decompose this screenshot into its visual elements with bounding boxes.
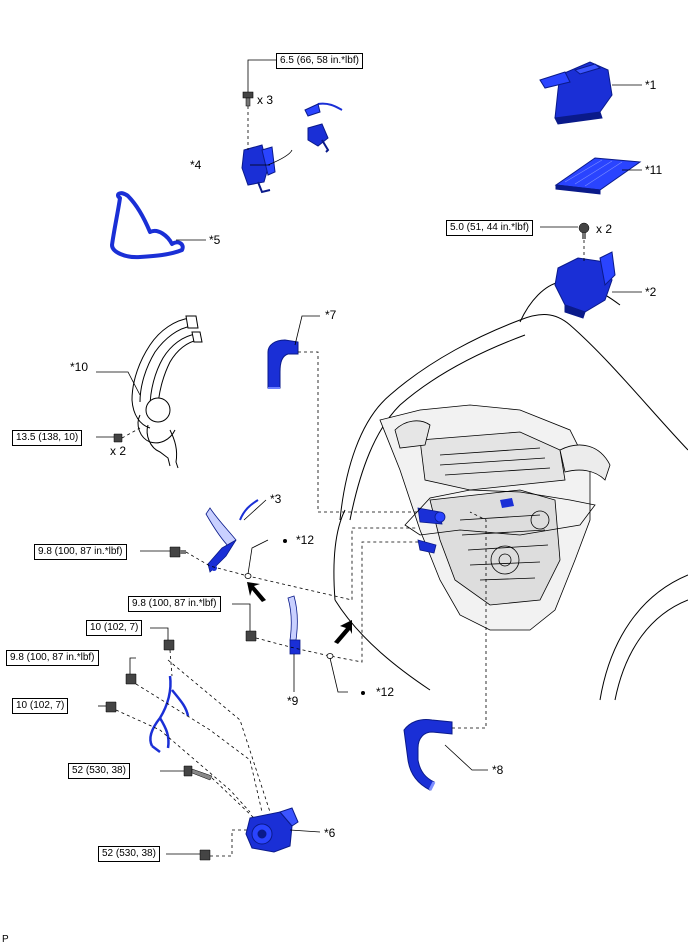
torque-label-bolt-4: 9.8 (100, 87 in.*lbf): [34, 544, 127, 560]
callout-part-9: *9: [287, 694, 299, 708]
part-11-air-filter-element: [554, 157, 642, 195]
leader-part-10: [96, 371, 141, 396]
leader-part-7: [294, 315, 320, 346]
callout-part-7: *7: [325, 308, 337, 322]
bolt-2: [578, 222, 590, 239]
gasket-marker-upper: [283, 539, 287, 543]
dashed-bolt-5: [255, 541, 418, 663]
callout-part-10: *10: [70, 360, 89, 374]
callout-part-3: *3: [270, 492, 282, 506]
gasket-12-upper: [244, 539, 269, 579]
leaders-top-right: [176, 84, 642, 293]
bolt-7: [125, 673, 137, 685]
callout-part-6: *6: [324, 826, 336, 840]
torque-label-bolt-8: 10 (102, 7): [12, 698, 69, 714]
callout-part-5: *5: [209, 233, 221, 247]
part-4-bracket: [241, 144, 293, 194]
gasket-marker-lower: [361, 691, 365, 695]
bolt-1: [242, 91, 254, 107]
callout-part-1: *1: [645, 78, 657, 92]
part-1-air-cleaner-cap: [539, 61, 613, 125]
illustration-code: P: [2, 934, 9, 945]
callout-part-8: *8: [492, 763, 504, 777]
torque-label-bolt-7: 9.8 (100, 87 in.*lbf): [6, 650, 99, 666]
part-3-hose: [205, 499, 259, 573]
torque-label-bolt-5: 9.8 (100, 87 in.*lbf): [128, 596, 221, 612]
arrow-lower: [334, 620, 352, 644]
quantity-bolt-3: x 2: [110, 444, 127, 458]
part-8-hose: [403, 719, 453, 791]
torque-label-bolt-10: 52 (530, 38): [98, 846, 160, 862]
part-4-connector: [304, 102, 343, 153]
torque-label-bolt-2: 5.0 (51, 44 in.*lbf): [446, 220, 533, 236]
arrow-upper: [247, 582, 266, 602]
part-10-hose-assembly: [131, 315, 203, 469]
part-6-generator: [245, 807, 299, 853]
gasket-12-lower: [326, 653, 348, 693]
callout-part-2: *2: [645, 285, 657, 299]
quantity-bolt-1: x 3: [257, 93, 274, 107]
dashed-harness-lines: [115, 649, 271, 813]
leader-bolt-1: [247, 59, 276, 92]
torque-label-bolt-6: 10 (102, 7): [86, 620, 143, 636]
dashed-bolt-4: [185, 527, 418, 601]
part-2-air-cleaner-case: [554, 251, 616, 319]
part-9-hose: [287, 595, 301, 655]
dashed-bolt-9: [211, 777, 255, 819]
engine-callout-outline: [404, 489, 596, 536]
callout-part-12-lower: *12: [376, 685, 395, 699]
engine-assembly: [379, 404, 611, 631]
bolt-8: [105, 701, 117, 713]
engine-highlight-parts: [417, 498, 514, 554]
vehicle-outline: [333, 261, 688, 701]
leader-bolt-5: [232, 603, 251, 631]
bolt-5: [245, 630, 257, 642]
torque-label-bolt-3: 13.5 (138, 10): [12, 430, 83, 446]
part-5-v-ribbed-belt: [110, 191, 185, 260]
dashed-bolt-10: [210, 829, 250, 857]
callout-part-12-upper: *12: [296, 533, 315, 547]
callout-part-4: *4: [190, 158, 202, 172]
bolt-3: [113, 433, 123, 443]
leader-bolt-6: [150, 627, 169, 640]
torque-label-bolt-9: 52 (530, 38): [68, 763, 130, 779]
leader-bolt-7: [129, 657, 136, 674]
dashed-bolt-3: [121, 427, 141, 439]
torque-label-bolt-1: 6.5 (66, 58 in.*lbf): [276, 53, 363, 69]
bolt-10: [199, 849, 211, 861]
dashed-part-8-to-engine: [452, 511, 487, 729]
bolt-9: [183, 765, 213, 781]
bolt-4: [169, 546, 186, 558]
dashed-part-7-to-engine: [298, 351, 418, 513]
leader-part-3: [243, 499, 267, 521]
leader-part-8: [444, 744, 488, 771]
callout-part-11: *11: [645, 163, 663, 177]
bolt-6: [163, 639, 175, 651]
wire-harness: [149, 675, 190, 753]
leader-part-6: [289, 829, 321, 833]
part-7-hose: [267, 339, 299, 389]
quantity-bolt-2: x 2: [596, 222, 613, 236]
